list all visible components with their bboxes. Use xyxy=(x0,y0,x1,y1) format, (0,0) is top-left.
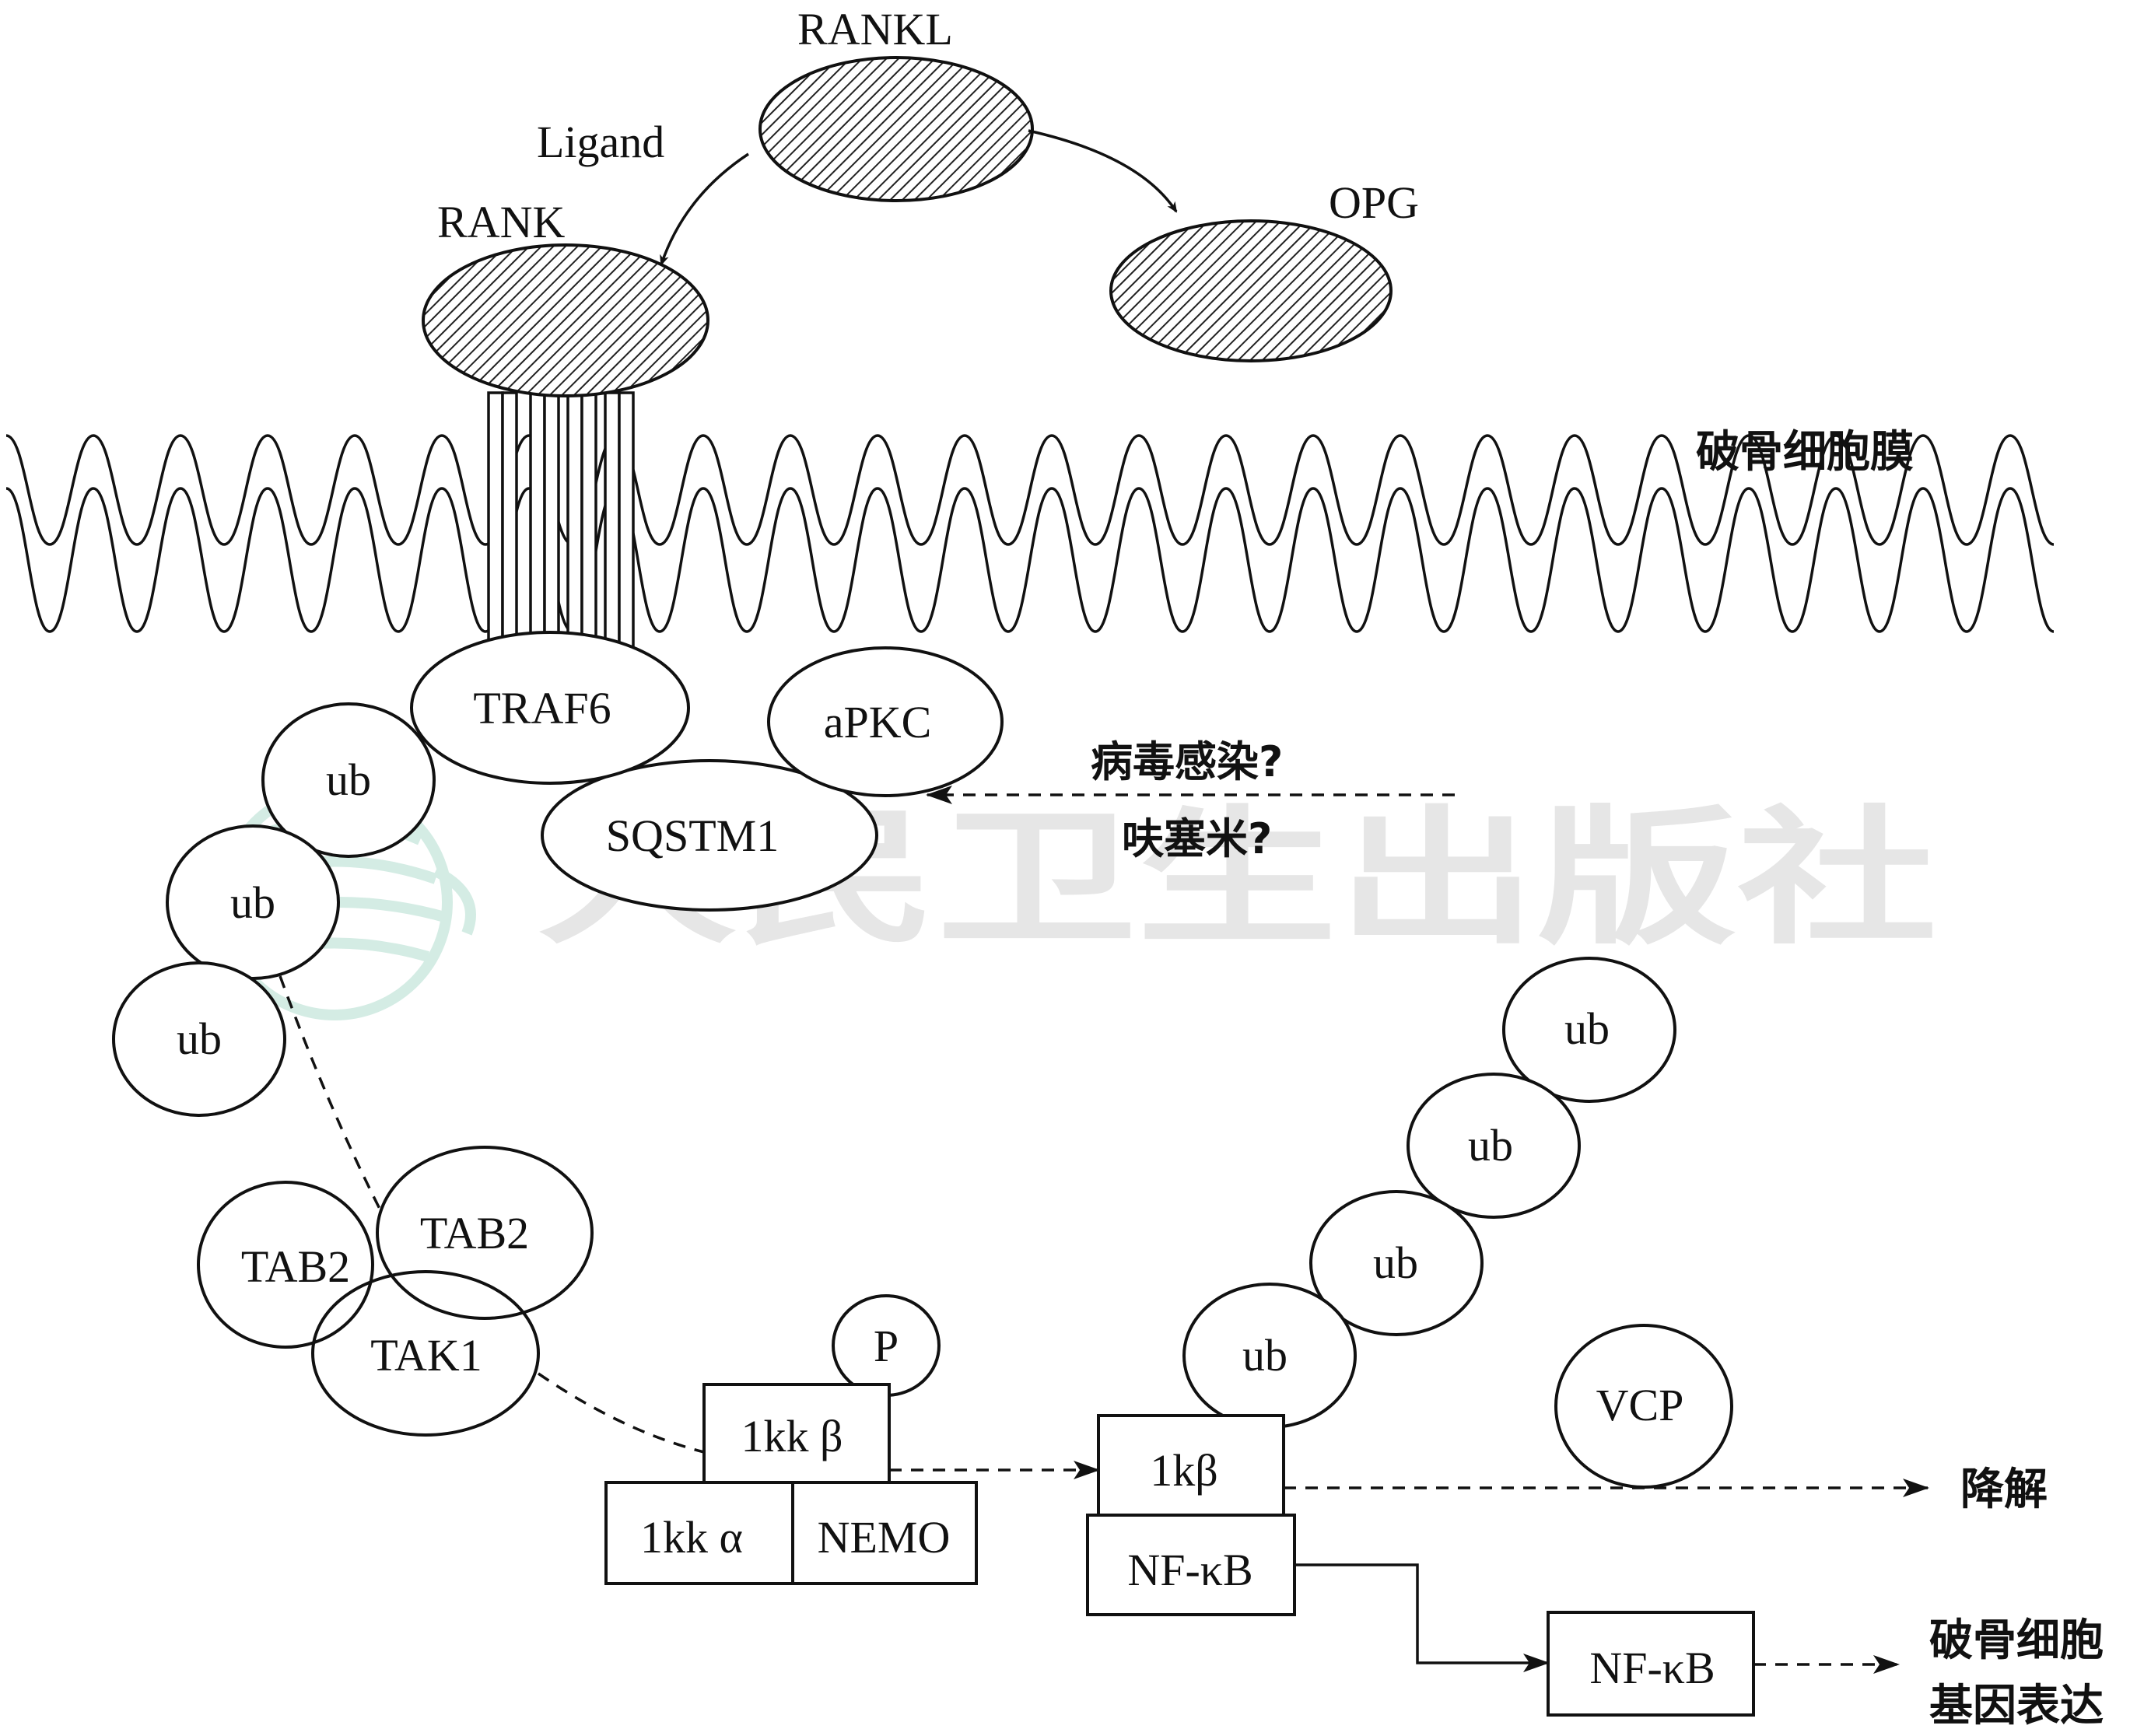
traf6-label: TRAF6 xyxy=(473,683,611,733)
ubiquitin-label: ub xyxy=(1373,1237,1418,1288)
rank-label: RANK xyxy=(437,197,565,247)
ubiquitin-label: ub xyxy=(1242,1330,1287,1381)
ubiquitin-label: ub xyxy=(326,754,371,805)
membrane-wave-lower xyxy=(5,487,2055,633)
stimuli: 病毒感染? 呋塞米? xyxy=(926,737,1455,863)
membrane-wave-upper xyxy=(5,434,2055,546)
ubiquitin-traf6-3 xyxy=(112,961,286,1117)
ikb-label: 1kβ xyxy=(1150,1445,1218,1496)
vcp-label: VCP xyxy=(1596,1380,1684,1430)
ikk-beta-label: 1kk β xyxy=(741,1411,843,1461)
ikk-complex: P 1kk β 1kk α NEMO xyxy=(604,1294,1100,1585)
nfkb-nuclear-label: NF-κB xyxy=(1589,1643,1715,1693)
tab2-right-label: TAB2 xyxy=(420,1208,529,1258)
tab2-left-ellipse xyxy=(197,1181,374,1349)
opg-label: OPG xyxy=(1329,177,1419,228)
nfkb-translocation-arrow xyxy=(1294,1563,1550,1672)
ligand-label: Ligand xyxy=(537,117,664,167)
nfkb-cytoplasmic-box xyxy=(1086,1514,1296,1616)
ubiquitin-label: ub xyxy=(1468,1120,1513,1171)
ubiquitin-label: ub xyxy=(230,877,275,928)
sqstm1-ellipse xyxy=(541,759,878,912)
ubiquitin-ikb-1 xyxy=(1502,957,1676,1103)
stimulus-virus-label: 病毒感染? xyxy=(1091,737,1283,786)
tab2-left-label: TAB2 xyxy=(241,1241,350,1292)
ubiquitin-label: ub xyxy=(1564,1003,1610,1054)
membrane-label: 破骨细胞膜 xyxy=(1696,427,1914,478)
tak1-label: TAK1 xyxy=(370,1330,482,1381)
ub-to-tab2-dashed-link xyxy=(279,975,384,1216)
ubiquitin-traf6-1 xyxy=(261,702,436,858)
nemo-box xyxy=(791,1481,978,1585)
rank-receptor: RANK xyxy=(422,197,709,651)
apkc-ellipse xyxy=(767,646,1004,797)
rankl-to-opg-arrow xyxy=(1028,129,1178,213)
rank-ellipse xyxy=(422,243,709,397)
ikk-beta-box xyxy=(702,1383,891,1484)
publisher-watermark: 人民卫生出版社 xyxy=(216,784,1937,1020)
nemo-label: NEMO xyxy=(818,1512,951,1563)
ubiquitin-chain-ikb: ub ub ub ub xyxy=(1182,957,1676,1429)
opg-ellipse xyxy=(1109,219,1393,362)
apkc-label: aPKC xyxy=(824,697,932,747)
ikb-nfkb-complex: ub ub ub ub 1kβ NF-κB VCP 降解 xyxy=(1086,957,2048,1616)
stimulus-furosemide-label: 呋塞米? xyxy=(1122,814,1272,863)
tak1-to-ikk-dashed-link xyxy=(538,1372,705,1454)
ikk-alpha-label: 1kk α xyxy=(640,1512,743,1563)
opg-decoy: OPG xyxy=(1109,177,1419,362)
ubiquitin-ikb-2 xyxy=(1407,1073,1581,1219)
ikb-box xyxy=(1097,1414,1285,1517)
nfkb-nuclear-box xyxy=(1547,1611,1755,1717)
rankl-to-rank-arrow xyxy=(660,152,749,266)
tab-tak-complex: TAB2 TAB2 TAK1 xyxy=(197,975,705,1454)
gene-expression-label-line2: 基因表达 xyxy=(1929,1681,2104,1731)
phospho-label: P xyxy=(874,1321,899,1371)
ubiquitin-chain-traf6: ub ub ub xyxy=(112,702,436,1117)
rankl-ellipse xyxy=(758,56,1034,202)
degradation-label: 降解 xyxy=(1960,1465,2048,1515)
gene-expression-label-line1: 破骨细胞 xyxy=(1929,1615,2104,1666)
sqstm1-label: SQSTM1 xyxy=(606,810,779,861)
adaptor-complex: SQSTM1 aPKC TRAF6 xyxy=(410,631,1004,912)
ubiquitin-label: ub xyxy=(177,1013,222,1064)
nuclear-nfkb: NF-κB 破骨细胞 基因表达 xyxy=(1294,1563,2104,1731)
nfkb-cytoplasmic-label: NF-κB xyxy=(1127,1545,1252,1595)
ubiquitin-ikb-3 xyxy=(1309,1190,1484,1336)
rankl-label: RANKL xyxy=(797,4,953,54)
transmembrane-bars xyxy=(487,391,635,651)
traf6-ellipse xyxy=(410,631,690,785)
tab2-right-ellipse xyxy=(376,1146,594,1320)
osteoclast-membrane: 破骨细胞膜 xyxy=(5,427,2055,633)
rankl-ligand: RANKL Ligand xyxy=(537,4,1034,202)
tak1-ellipse xyxy=(311,1270,540,1437)
